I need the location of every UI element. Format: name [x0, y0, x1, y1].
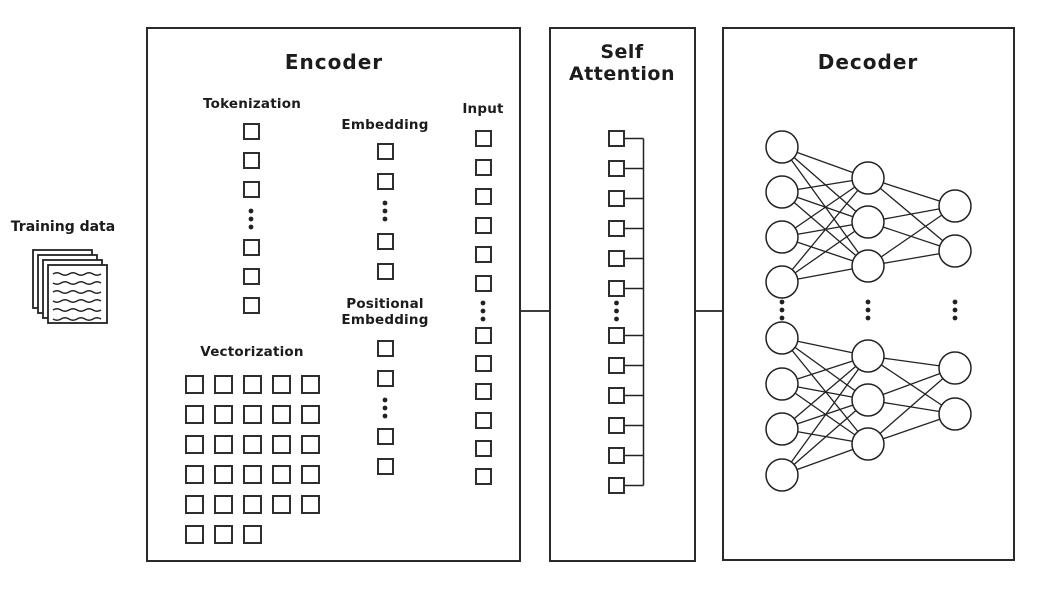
input-square: [474, 130, 492, 147]
attention-square: [608, 250, 625, 267]
vectorization-square: [243, 525, 262, 544]
vectorization-label: Vectorization: [200, 344, 304, 360]
vectorization-square: [185, 525, 204, 544]
attention-square: [608, 220, 625, 237]
vectorization-square: [272, 405, 291, 424]
vectorization-square: [301, 465, 320, 484]
attention-square: [608, 190, 625, 207]
vectorization-square: [243, 465, 262, 484]
tokenization-label: Tokenization: [202, 96, 302, 112]
vectorization-square: [272, 435, 291, 454]
vectorization-square: [243, 435, 262, 454]
vectorization-square: [301, 495, 320, 514]
vectorization-square: [301, 375, 320, 394]
vectorization-square: [214, 495, 233, 514]
document-page: [42, 259, 103, 319]
self-attention-title: Self Attention: [557, 41, 687, 85]
tokenization-square: [242, 152, 260, 169]
embedding-label: Embedding: [341, 117, 429, 133]
tokenization-square: [242, 181, 260, 198]
input-square: [474, 188, 492, 205]
vectorization-square: [185, 435, 204, 454]
input-square: [474, 327, 492, 344]
vectorization-square: [272, 375, 291, 394]
document-text-line: [52, 272, 102, 276]
positional-embedding-square: [376, 428, 394, 445]
attention-square: [608, 417, 625, 434]
input-square: [474, 159, 492, 176]
positional-embedding-label-line2: Embedding: [341, 312, 429, 328]
positional-embedding-square: [376, 458, 394, 475]
self-attention-title-line1: Self: [600, 41, 644, 63]
training-data-label: Training data: [10, 219, 116, 235]
tokenization-square: [242, 123, 260, 140]
document-text-line: [52, 290, 102, 294]
vectorization-square: [185, 405, 204, 424]
positional-embedding-label-line1: Positional: [346, 296, 424, 312]
embedding-square: [376, 263, 394, 280]
document-text-line: [52, 281, 102, 285]
document-text-line: [52, 299, 102, 303]
attention-square: [608, 477, 625, 494]
vectorization-square: [301, 405, 320, 424]
vectorization-square: [243, 375, 262, 394]
vectorization-square: [214, 465, 233, 484]
attention-square: [608, 160, 625, 177]
document-text-line: [52, 317, 102, 321]
positional-embedding-label: Positional Embedding: [330, 296, 440, 328]
vectorization-square: [243, 495, 262, 514]
input-square: [474, 440, 492, 457]
input-square: [474, 246, 492, 263]
vectorization-square: [185, 375, 204, 394]
encoder-box: [146, 27, 521, 562]
vectorization-square: [272, 495, 291, 514]
vectorization-square: [214, 375, 233, 394]
input-square: [474, 383, 492, 400]
tokenization-square: [242, 268, 260, 285]
attention-square: [608, 130, 625, 147]
positional-embedding-square: [376, 340, 394, 357]
tokenization-square: [242, 297, 260, 314]
decoder-title: Decoder: [817, 50, 919, 74]
document-page: [32, 249, 93, 309]
document-text-line: [52, 308, 102, 312]
document-stack-icon: [32, 249, 108, 324]
input-square: [474, 217, 492, 234]
vectorization-square: [301, 435, 320, 454]
embedding-square: [376, 143, 394, 160]
document-page: [47, 264, 108, 324]
input-square: [474, 412, 492, 429]
input-label: Input: [462, 101, 504, 117]
vectorization-square: [272, 465, 291, 484]
tokenization-square: [242, 239, 260, 256]
document-page: [37, 254, 98, 314]
positional-embedding-square: [376, 370, 394, 387]
encoder-title: Encoder: [284, 50, 384, 74]
self-attention-title-line2: Attention: [569, 63, 675, 85]
input-square: [474, 355, 492, 372]
embedding-square: [376, 173, 394, 190]
embedding-square: [376, 233, 394, 250]
vectorization-square: [185, 465, 204, 484]
vectorization-square: [185, 495, 204, 514]
vectorization-square: [214, 435, 233, 454]
input-square: [474, 468, 492, 485]
attention-square: [608, 447, 625, 464]
attention-square: [608, 327, 625, 344]
vectorization-square: [214, 405, 233, 424]
decoder-box: [722, 27, 1015, 561]
self-attention-box: [549, 27, 696, 562]
attention-square: [608, 357, 625, 374]
attention-square: [608, 280, 625, 297]
vectorization-square: [243, 405, 262, 424]
attention-square: [608, 387, 625, 404]
input-square: [474, 275, 492, 292]
vectorization-square: [214, 525, 233, 544]
